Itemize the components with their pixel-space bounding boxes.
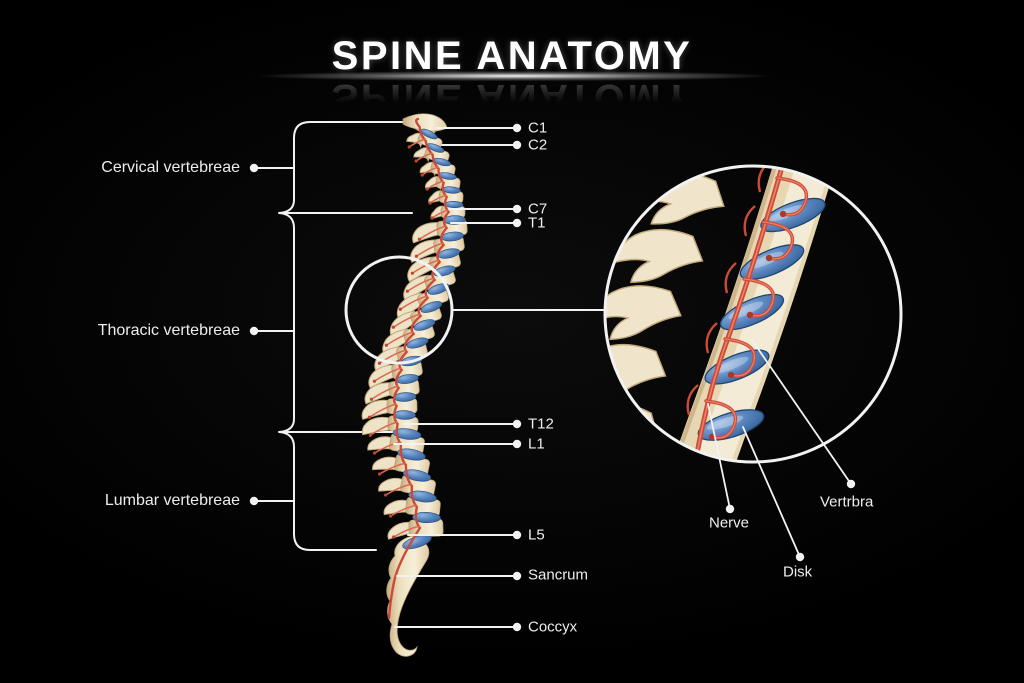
spinal-nerve [387, 117, 451, 620]
label-sancrum: Sancrum [528, 566, 589, 584]
label-thoracic-vertebrae: Thoracic vertebreae [97, 322, 240, 339]
label-coccyx: Coccyx [528, 618, 578, 636]
page-title: SPINE ANATOMY [331, 34, 693, 78]
label-c2: C2 [528, 136, 548, 154]
label-nerve: Nerve [709, 514, 750, 532]
label-lumbar-vertebrae: Lumbar vertebreae [104, 492, 240, 509]
label-l1: L1 [528, 435, 545, 453]
label-vertrbra: Vertrbra [820, 493, 874, 511]
label-disk: Disk [783, 563, 813, 581]
sacrum-coccyx [386, 535, 430, 657]
magnifier-circle [603, 164, 903, 464]
label-t12: T12 [528, 415, 554, 433]
label-c1: C1 [528, 119, 548, 137]
title-glow-line [165, 69, 865, 83]
label-c7: C7 [528, 200, 548, 218]
magnified-leaders [707, 339, 856, 562]
label-cervical-vertebrae: Cervical vertebreae [101, 159, 240, 176]
spine-illustration [361, 113, 468, 657]
label-l5: L5 [528, 526, 545, 544]
label-t1: T1 [528, 214, 546, 232]
spine-point-leaders [393, 123, 522, 632]
region-brackets [249, 121, 417, 551]
magnified-view [606, 167, 842, 461]
